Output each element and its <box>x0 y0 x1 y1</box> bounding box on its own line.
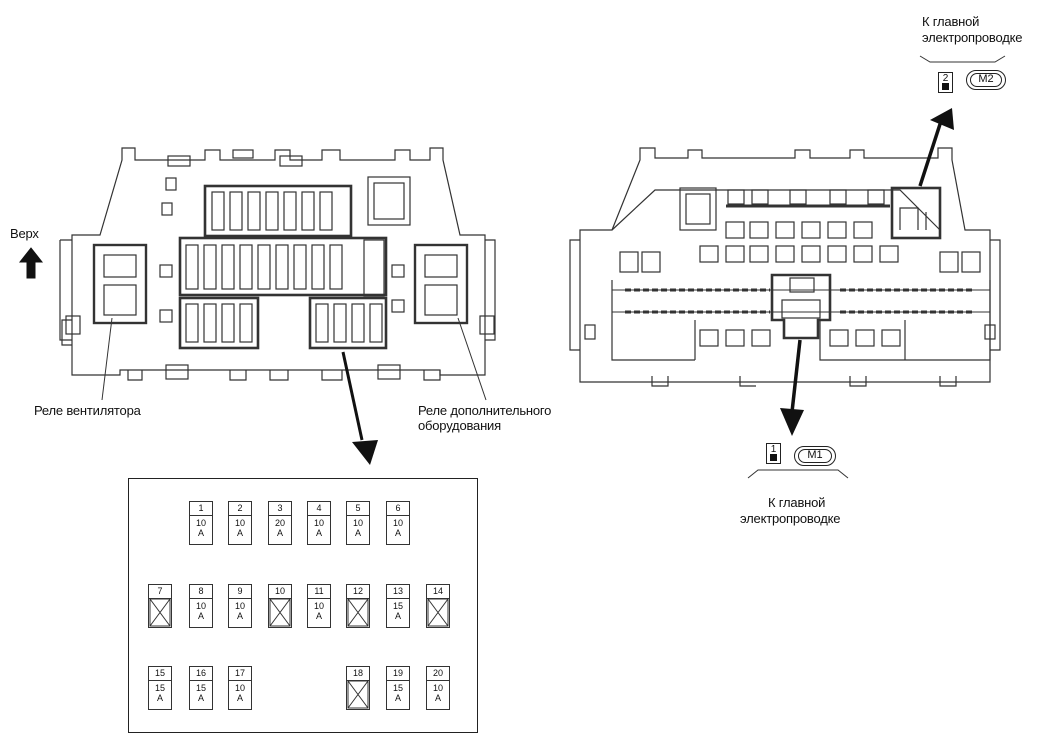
empty-slot-cross-icon <box>427 598 449 627</box>
main-harness-bottom-label-line1: К главной <box>768 495 826 510</box>
fuse-number: 20 <box>427 667 449 681</box>
connector-m1-code: M1 <box>807 449 823 461</box>
aux-relay-label-line1: Реле дополнительного <box>418 403 552 418</box>
aux-relay-leader <box>457 317 487 401</box>
fan-relay-leader <box>101 317 113 401</box>
connector-m1-pin-number: 1 <box>770 444 777 455</box>
fuse-number: 8 <box>190 585 212 599</box>
fuse-number: 10 <box>269 585 291 599</box>
connector-m1-pin: 1 <box>766 443 781 464</box>
empty-slot-cross-icon <box>149 598 171 627</box>
fuse-number: 15 <box>149 667 171 681</box>
fuse-12: 12 <box>346 584 370 628</box>
fuse-number: 17 <box>229 667 251 681</box>
fuse-number: 16 <box>190 667 212 681</box>
fuse-7: 7 <box>148 584 172 628</box>
connector-pin-block-icon <box>770 454 777 461</box>
connector-m2-code: M2 <box>978 73 994 85</box>
left-fuse-block <box>59 147 496 381</box>
fan-relay-label: Реле вентилятора <box>34 403 141 418</box>
aux-relay-label-line2: оборудования <box>418 418 501 433</box>
main-harness-top-label-line1: К главной <box>922 14 980 29</box>
right-fuse-block <box>569 147 1001 387</box>
connector-m2-pin-number: 2 <box>942 73 949 84</box>
empty-slot-cross-icon <box>347 598 369 627</box>
up-label: Верх <box>10 226 39 241</box>
fuse-number: 9 <box>229 585 251 599</box>
fuse-number: 13 <box>387 585 409 599</box>
fuse-number: 6 <box>387 502 409 516</box>
fuse-number: 19 <box>387 667 409 681</box>
fuse-number: 2 <box>229 502 251 516</box>
empty-slot-cross-icon <box>269 598 291 627</box>
fuse-18: 18 <box>346 666 370 710</box>
fuse-number: 12 <box>347 585 369 599</box>
fuse-number: 5 <box>347 502 369 516</box>
fuse-number: 3 <box>269 502 291 516</box>
main-harness-top-label-line2: электропроводке <box>922 30 1023 45</box>
empty-slot-cross-icon <box>347 680 369 709</box>
main-harness-bottom-label-line2: электропроводке <box>740 511 841 526</box>
fuse-number: 4 <box>308 502 330 516</box>
fuse-14: 14 <box>426 584 450 628</box>
fuse-number: 7 <box>149 585 171 599</box>
fuse-number: 18 <box>347 667 369 681</box>
connector-pin-block-icon <box>942 83 949 90</box>
fuse-number: 14 <box>427 585 449 599</box>
fuse-number: 1 <box>190 502 212 516</box>
connector-m2-pin: 2 <box>938 72 953 93</box>
fuse-10: 10 <box>268 584 292 628</box>
up-arrow-icon <box>18 247 44 279</box>
fuse-number: 11 <box>308 585 330 599</box>
connector-m2-badge: M2 <box>966 70 1006 90</box>
connector-m1-badge: M1 <box>794 446 836 466</box>
